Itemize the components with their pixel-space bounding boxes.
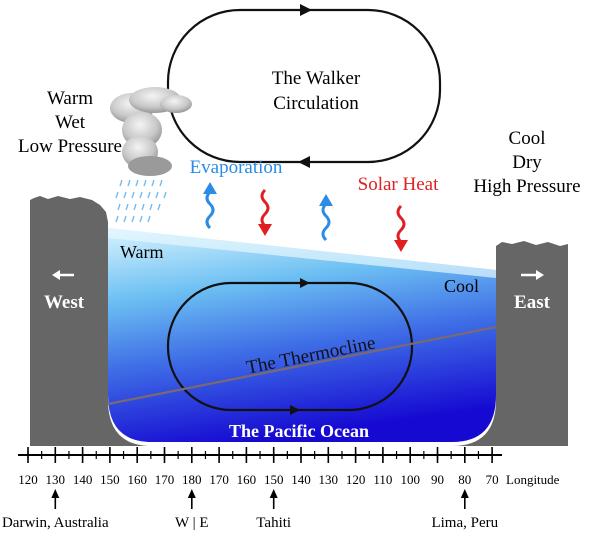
east-label: East	[514, 292, 551, 313]
east-condition-2: Dry	[512, 152, 542, 173]
east-arrow-icon	[521, 270, 544, 280]
east-condition-3: High Pressure	[473, 176, 580, 197]
solar-heat-arrow-1	[258, 188, 272, 236]
place-label: Lima, Peru	[431, 515, 498, 531]
longitude-tick-label: 170	[209, 472, 229, 487]
longitude-tick-label: 140	[291, 472, 311, 487]
rain-icon	[115, 179, 167, 223]
evaporation-arrow-2	[319, 194, 333, 242]
longitude-tick-label: 120	[18, 472, 38, 487]
longitude-tick-label: 150	[100, 472, 120, 487]
warm-label: Warm	[120, 242, 164, 262]
longitude-tick-label: 180	[182, 472, 202, 487]
place-marker-arrowhead	[269, 489, 278, 498]
longitude-tick-label: 110	[373, 472, 392, 487]
ocean-label: The Pacific Ocean	[229, 421, 369, 441]
place-marker-arrowhead	[460, 489, 469, 498]
walker-title-line1: The Walker	[272, 68, 361, 89]
place-label: Tahiti	[256, 515, 291, 531]
place-label: W | E	[175, 515, 209, 531]
longitude-tick-label: 100	[400, 472, 420, 487]
place-marker-arrowhead	[51, 489, 60, 498]
cloud-icon	[110, 87, 192, 176]
longitude-tick-label: 140	[73, 472, 93, 487]
evaporation-label: Evaporation	[190, 157, 283, 178]
walker-loop-arrow-bottom	[298, 156, 310, 168]
longitude-tick-label: 130	[319, 472, 339, 487]
walker-title-line2: Circulation	[273, 93, 359, 114]
west-landmass	[30, 196, 152, 446]
longitude-tick-label: 70	[486, 472, 499, 487]
walker-loop-arrow-top	[300, 4, 312, 16]
longitude-tick-label: 160	[237, 472, 257, 487]
west-condition-1: Warm	[47, 88, 93, 109]
longitude-axis: Longitude 120 130 140 150 160 170 180 170 160 150…	[2, 447, 560, 531]
longitude-tick-label: 130	[46, 472, 66, 487]
west-arrow-icon	[52, 270, 74, 280]
longitude-tick-label: 170	[155, 472, 175, 487]
ocean-basin	[108, 228, 496, 442]
longitude-tick-label: 120	[346, 472, 366, 487]
longitude-tick-label: 150	[264, 472, 284, 487]
ocean-loop-arrow-top	[300, 278, 310, 288]
west-condition-3: Low Pressure	[18, 136, 122, 157]
ocean-loop-arrow-bottom	[290, 405, 300, 415]
east-condition-1: Cool	[509, 128, 546, 149]
solar-heat-label: Solar Heat	[358, 174, 439, 195]
east-landmass	[452, 241, 568, 446]
evaporation-arrow-1	[203, 182, 217, 230]
longitude-tick-label: 160	[127, 472, 147, 487]
place-label: Darwin, Australia	[2, 515, 109, 531]
thermocline-line	[107, 325, 497, 406]
longitude-axis-label: Longitude	[506, 472, 560, 487]
place-marker-arrowhead	[187, 489, 196, 498]
cool-label: Cool	[444, 276, 479, 296]
west-label: West	[44, 292, 85, 313]
ocean-surface	[108, 228, 496, 278]
longitude-tick-label: 80	[458, 472, 471, 487]
solar-heat-arrow-2	[394, 204, 408, 252]
longitude-tick-label: 90	[431, 472, 444, 487]
west-condition-2: Wet	[55, 112, 86, 133]
